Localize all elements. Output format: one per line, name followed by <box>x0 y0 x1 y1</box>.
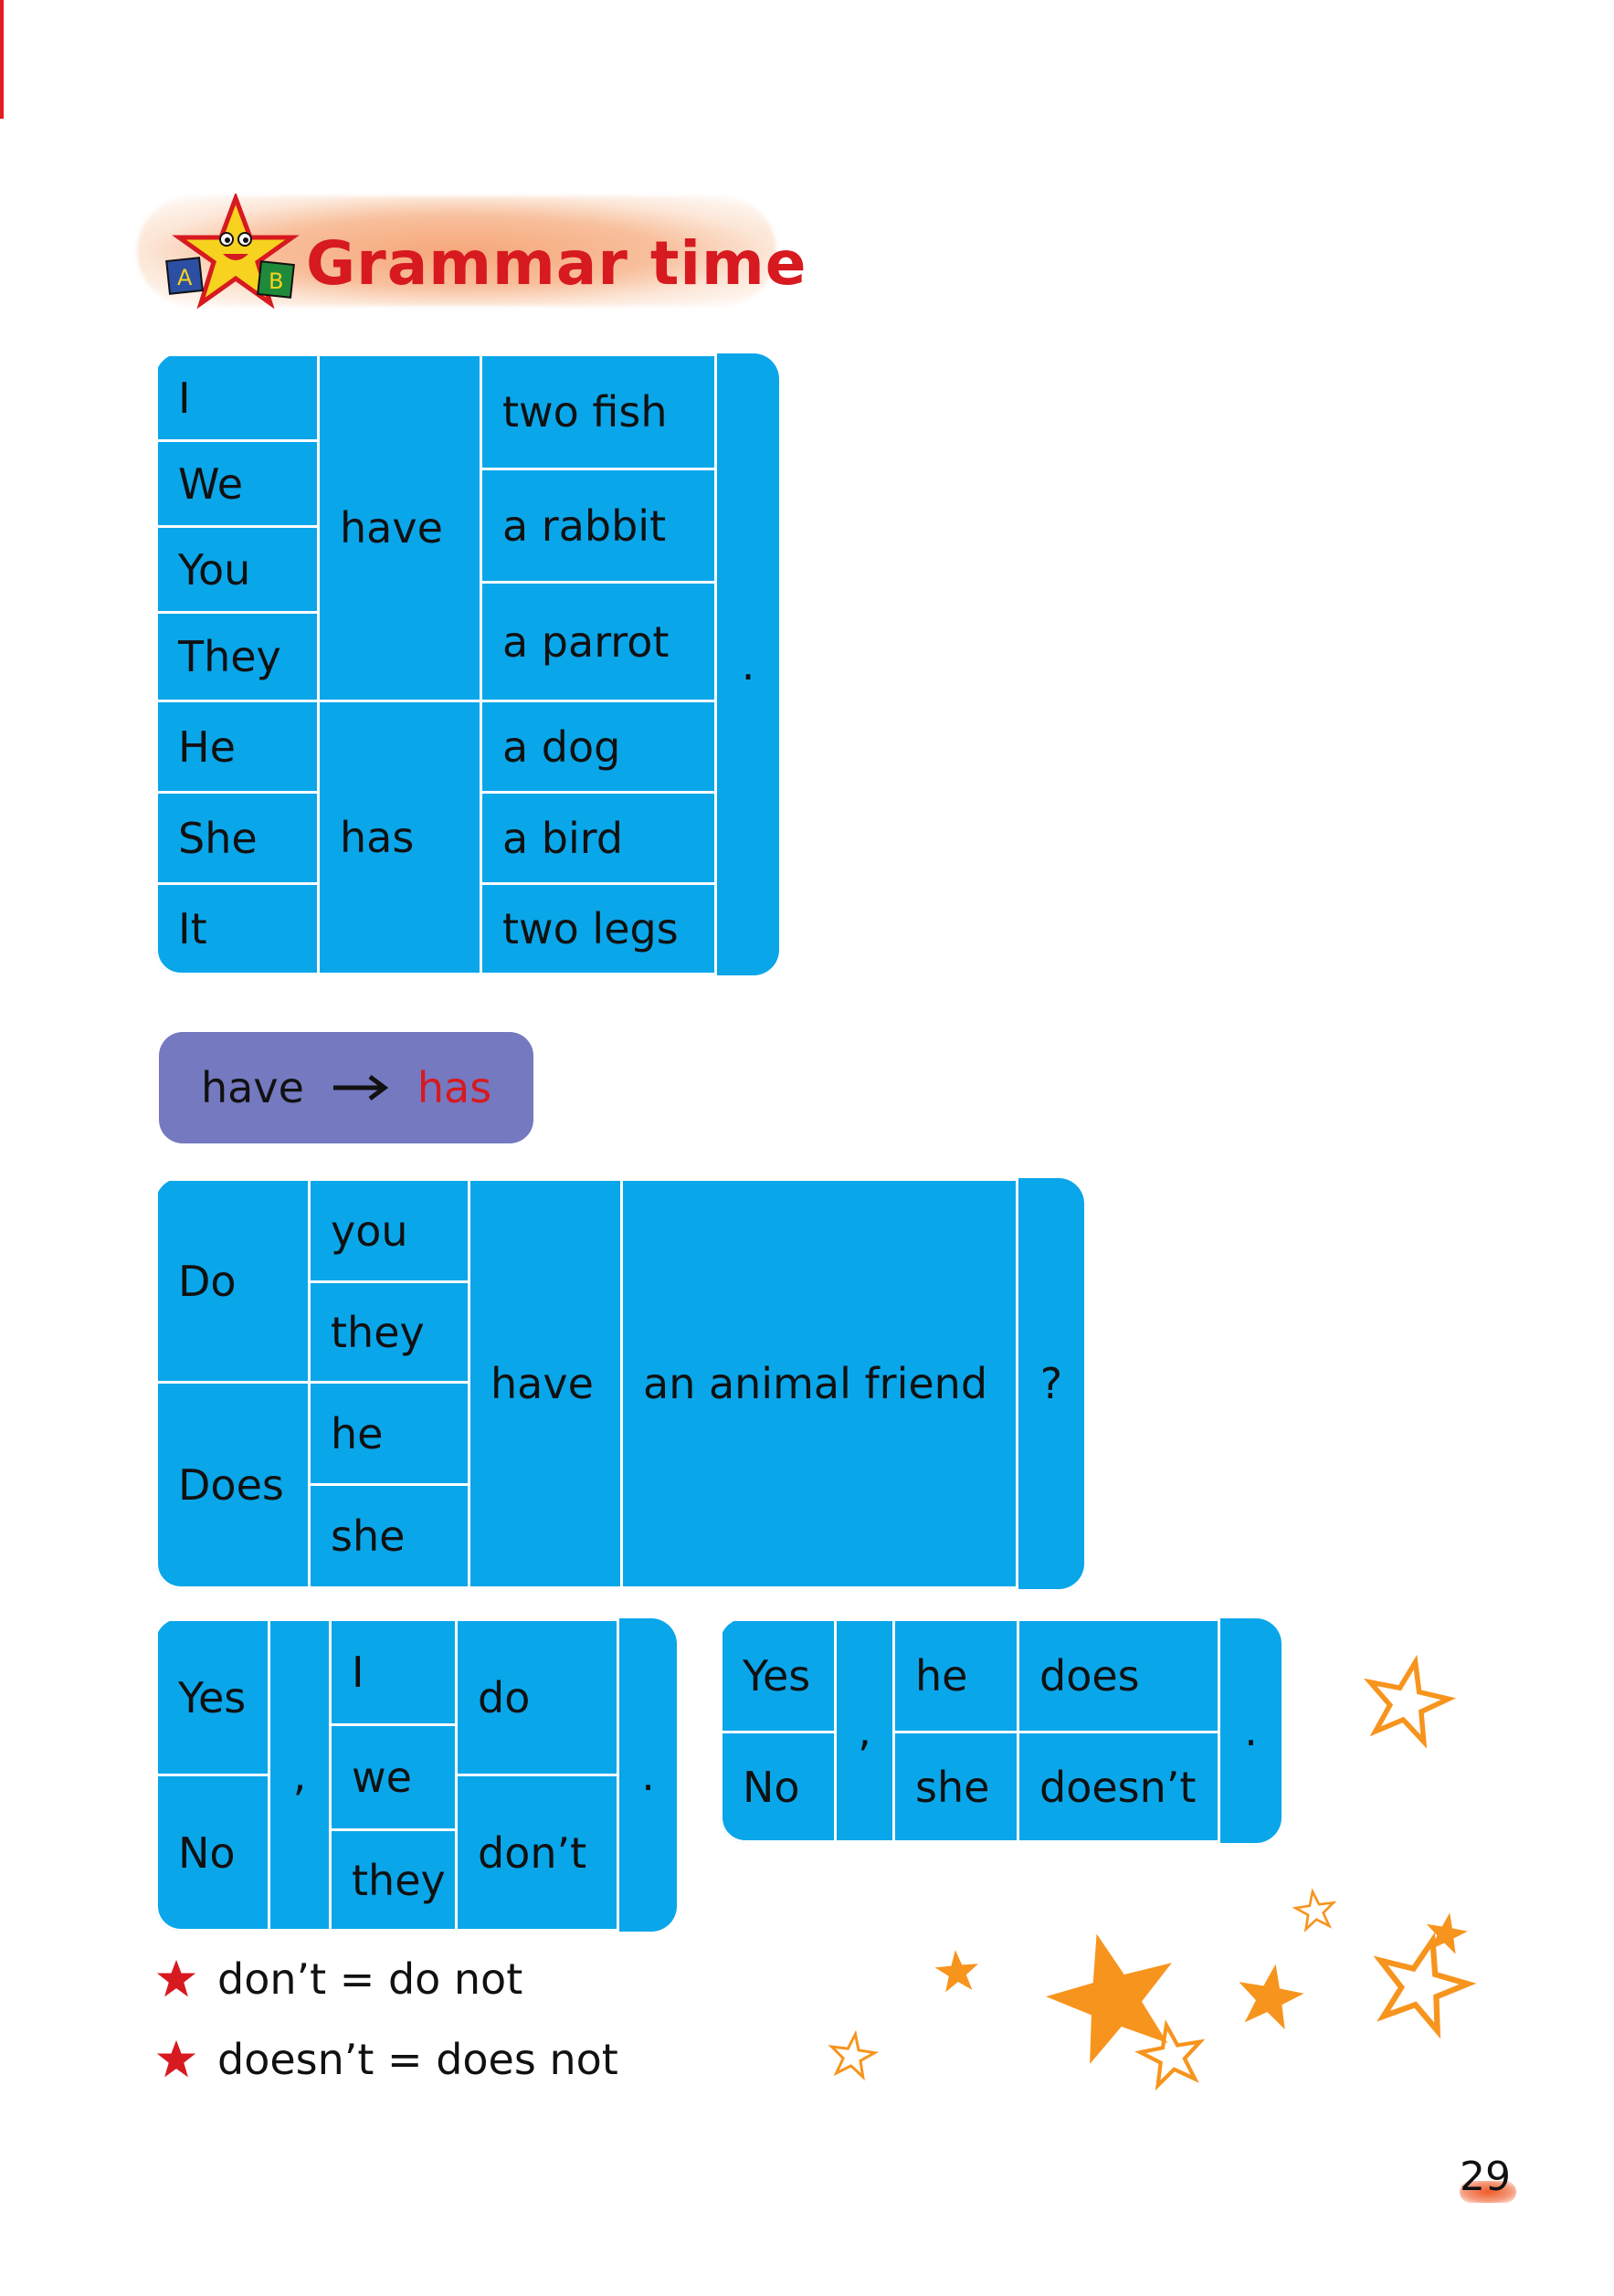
subject-cell: she <box>308 1483 470 1589</box>
answer-cell: Yes <box>155 1618 270 1776</box>
aux-cell: Does <box>155 1381 311 1589</box>
rule-to: has <box>417 1063 492 1112</box>
object-cell: an animal friend <box>620 1178 1018 1589</box>
rule-from: have <box>201 1063 304 1112</box>
verb-cell: doesn’t <box>1017 1731 1220 1843</box>
answer-cell: Yes <box>720 1618 837 1733</box>
subject-cell: They <box>155 611 320 702</box>
grammar-table-question: Do Does you they he she have an animal f… <box>155 1178 1084 1589</box>
svg-text:B: B <box>269 269 283 294</box>
arrow-right-icon <box>332 1075 389 1101</box>
aux-cell: Do <box>155 1178 311 1384</box>
star-mascot-icon: A B <box>165 194 300 310</box>
comma-cell: , <box>268 1618 332 1932</box>
subject-cell: we <box>329 1723 458 1831</box>
subject-cell: You <box>155 525 320 614</box>
answer-cell: No <box>720 1731 837 1843</box>
have-has-rule: have has <box>159 1032 533 1143</box>
object-cell: two fish <box>480 353 717 470</box>
note-dont: don’t = do not <box>155 1954 522 2004</box>
question-mark-cell: ? <box>1016 1178 1084 1589</box>
page-title: Grammar time <box>306 228 807 299</box>
object-cell: a bird <box>480 791 717 885</box>
verb-cell: have <box>317 353 482 702</box>
grammar-table-answer-do: Yes No , I we they do don’t . <box>155 1618 677 1932</box>
decorative-stars-icon <box>822 1635 1614 2110</box>
svg-text:A: A <box>177 265 193 290</box>
object-cell: two legs <box>480 882 717 975</box>
grammar-table-answer-does: Yes No , he she does doesn’t . <box>720 1618 1282 1843</box>
verb-cell: don’t <box>455 1774 619 1932</box>
subject-cell: I <box>329 1618 458 1726</box>
page-number-brush <box>1460 2181 1516 2203</box>
subject-cell: She <box>155 791 320 885</box>
period-cell: . <box>617 1618 677 1932</box>
grammar-table-have-has: I We You They He She It have has two fis… <box>155 353 779 975</box>
star-bullet-icon <box>156 2039 196 2078</box>
subject-cell: We <box>155 439 320 528</box>
subject-cell: He <box>155 700 320 794</box>
object-cell: a rabbit <box>480 468 717 584</box>
note-doesnt: doesn’t = does not <box>155 2035 618 2084</box>
period-cell: . <box>714 353 779 975</box>
note-text: don’t = do not <box>217 1954 523 2004</box>
answer-cell: No <box>155 1774 270 1932</box>
subject-cell: I <box>155 353 320 442</box>
star-bullet-icon <box>156 1959 196 1997</box>
verb-cell: have <box>468 1178 623 1589</box>
verb-cell: do <box>455 1618 619 1776</box>
subject-cell: they <box>329 1828 458 1932</box>
subject-cell: they <box>308 1280 470 1384</box>
page-edge-strip <box>0 0 4 119</box>
note-text: doesn’t = does not <box>217 2035 618 2084</box>
subject-cell: he <box>308 1381 470 1486</box>
subject-cell: you <box>308 1178 470 1283</box>
subject-cell: she <box>892 1731 1019 1843</box>
object-cell: a dog <box>480 700 717 794</box>
verb-cell: has <box>317 700 482 975</box>
page-number: 29 <box>1460 2154 1511 2200</box>
subject-cell: It <box>155 882 320 975</box>
object-cell: a parrot <box>480 581 717 702</box>
period-cell: . <box>1218 1618 1282 1843</box>
